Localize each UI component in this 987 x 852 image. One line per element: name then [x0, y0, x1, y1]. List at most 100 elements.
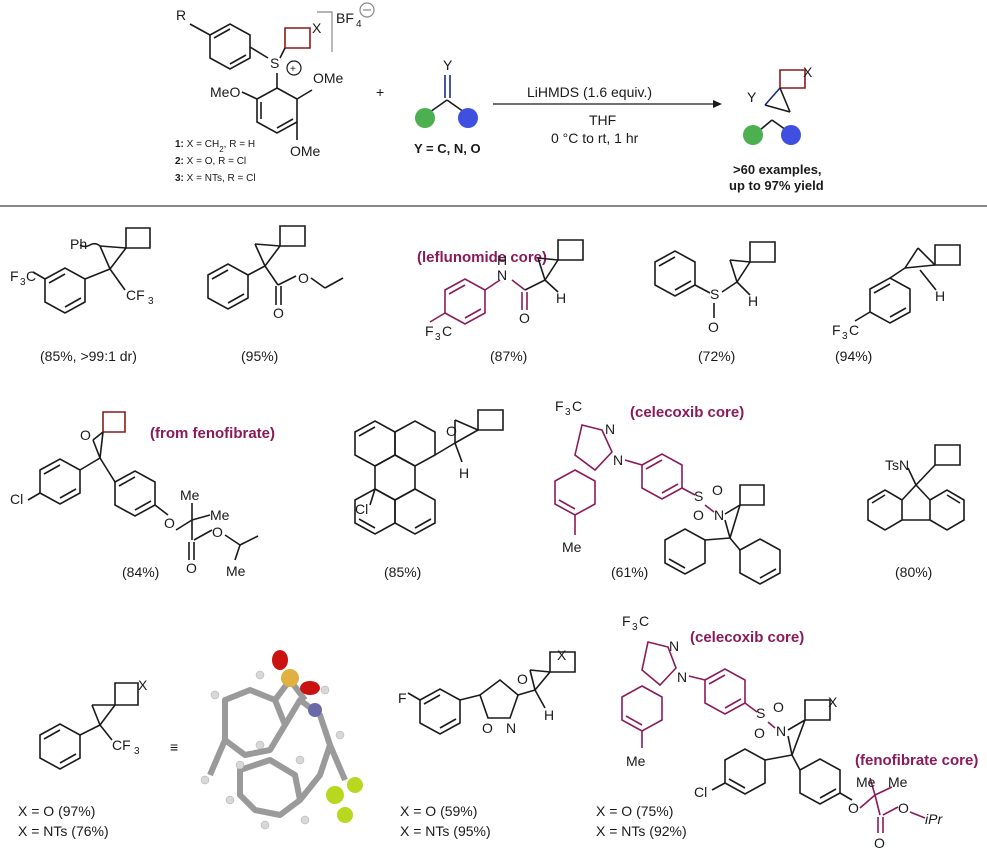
svg-text:Y: Y: [747, 89, 757, 105]
svg-text:Me: Me: [210, 507, 230, 523]
yield-note: up to 97% yield: [729, 178, 824, 193]
product-scaffold: X Y >60 examples, up to 97% yield: [729, 64, 824, 193]
svg-text:C: C: [26, 268, 36, 284]
svg-text:X: X: [828, 694, 838, 710]
svg-text:F: F: [425, 323, 434, 339]
svg-text:O: O: [517, 671, 528, 687]
yield-label: (94%): [835, 348, 872, 364]
svg-text:H: H: [556, 290, 566, 306]
svg-text:X: X: [557, 647, 567, 663]
svg-text:Ph: Ph: [70, 236, 87, 252]
svg-text:H: H: [459, 465, 469, 481]
svg-text:C: C: [639, 613, 649, 629]
product-9: TsN (80%): [867, 444, 965, 580]
svg-text:X = NTs (76%): X = NTs (76%): [18, 823, 109, 839]
yield-label: (72%): [698, 348, 735, 364]
sulfonium-reagent: R S + X BF 4 OMe MeO OMe: [176, 2, 375, 159]
svg-text:F: F: [555, 398, 564, 414]
product-2: O O (95%): [207, 225, 344, 364]
product-6: (from fenofibrate) O Cl O Me Me O O Me (…: [10, 411, 275, 580]
r-group-label: R: [176, 7, 186, 23]
svg-text:H: H: [544, 707, 554, 723]
svg-text:S: S: [710, 286, 719, 302]
svg-text:O: O: [298, 270, 309, 286]
svg-text:C: C: [442, 323, 452, 339]
x-atom-label: X: [312, 20, 322, 36]
svg-text:O: O: [712, 482, 723, 498]
celecoxib-tag: (celecoxib core): [630, 404, 744, 421]
svg-text:X: X: [803, 64, 813, 80]
product-12: (celecoxib core) (fenofibrate core) F 3 …: [596, 613, 978, 851]
leflunomide-tag: (leflunomide core): [417, 249, 547, 266]
svg-text:F: F: [832, 322, 841, 338]
svg-text:Me: Me: [888, 774, 908, 790]
svg-text:Me: Me: [226, 563, 246, 579]
svg-text:O: O: [446, 423, 457, 439]
svg-text:3: 3: [565, 407, 571, 418]
svg-text:+: +: [290, 64, 296, 75]
svg-text:O: O: [212, 524, 223, 540]
negative-charge-icon: [359, 2, 375, 18]
svg-text:N: N: [669, 638, 679, 654]
svg-text:N: N: [776, 723, 786, 739]
svg-text:3: 3: [632, 622, 638, 633]
svg-text:O: O: [519, 310, 530, 326]
yield-label: (95%): [241, 348, 278, 364]
yield-label: (84%): [122, 564, 159, 580]
svg-text:3: 3: [148, 296, 154, 307]
svg-text:X = O (59%): X = O (59%): [400, 803, 477, 819]
svg-text:O: O: [874, 835, 885, 851]
svg-text:Me: Me: [562, 539, 582, 555]
svg-text:Me: Me: [856, 774, 876, 790]
ome-top-label: OMe: [313, 70, 344, 86]
svg-text:N: N: [497, 267, 507, 283]
yield-label: (87%): [490, 348, 527, 364]
svg-text:O: O: [273, 305, 284, 321]
svg-text:TsN: TsN: [885, 457, 909, 473]
svg-text:CF: CF: [112, 737, 131, 753]
svg-text:S: S: [694, 488, 703, 504]
svg-text:X: X: [138, 677, 148, 693]
svg-text:4: 4: [356, 19, 362, 30]
blue-sphere-icon: [458, 108, 478, 128]
svg-text:N: N: [605, 421, 615, 437]
yield-label: (61%): [611, 564, 648, 580]
svg-text:Me: Me: [180, 487, 200, 503]
svg-text:F: F: [10, 268, 19, 284]
svg-text:S: S: [756, 705, 765, 721]
svg-text:3: 3: [20, 277, 26, 288]
examples-note: >60 examples,: [733, 162, 822, 177]
svg-text:C: C: [849, 322, 859, 338]
svg-text:O: O: [773, 699, 784, 715]
compound-legend: 1: X = CH2, R = H 2: X = O, R = Cl 3: X …: [175, 139, 256, 184]
y-atom-label: Y: [443, 57, 453, 73]
svg-text:O: O: [186, 560, 197, 576]
ome-bottom-label: OMe: [290, 143, 321, 159]
product-7: Cl O H (85%): [354, 409, 504, 580]
svg-text:2: X = O, R = Cl: 2: X = O, R = Cl: [175, 156, 246, 167]
product-3: (leflunomide core) F 3 C H N O H (87%): [417, 239, 584, 364]
reaction-arrow: LiHMDS (1.6 equiv.) THF 0 °C to rt, 1 hr: [493, 84, 722, 146]
svg-text:N: N: [677, 669, 687, 685]
equivalence-sign: ≡: [170, 739, 178, 755]
svg-text:O: O: [708, 319, 719, 335]
svg-text:F: F: [622, 613, 631, 629]
svg-text:3: 3: [842, 331, 848, 342]
svg-text:O: O: [898, 800, 909, 816]
svg-text:Cl: Cl: [10, 491, 23, 507]
svg-text:3: X = NTs, R = Cl: 3: X = NTs, R = Cl: [175, 173, 256, 184]
svg-text:N: N: [613, 452, 623, 468]
svg-text:H: H: [748, 293, 758, 309]
meo-label: MeO: [210, 84, 240, 100]
green-sphere-icon: [415, 108, 435, 128]
crystal-structure-image: [200, 640, 380, 835]
fenofibrate-tag: (from fenofibrate): [150, 425, 275, 442]
svg-text:N: N: [506, 720, 516, 736]
svg-text:O: O: [80, 427, 91, 443]
product-8: (celecoxib core) F 3 C N N S O O N Me (6…: [554, 398, 781, 585]
condition-reagent: LiHMDS (1.6 equiv.): [527, 84, 652, 100]
svg-text:F: F: [398, 690, 407, 706]
product-10: X CF 3 ≡ X = O (97%) X = NTs (76%): [18, 677, 178, 839]
plus-sign: +: [376, 84, 384, 100]
